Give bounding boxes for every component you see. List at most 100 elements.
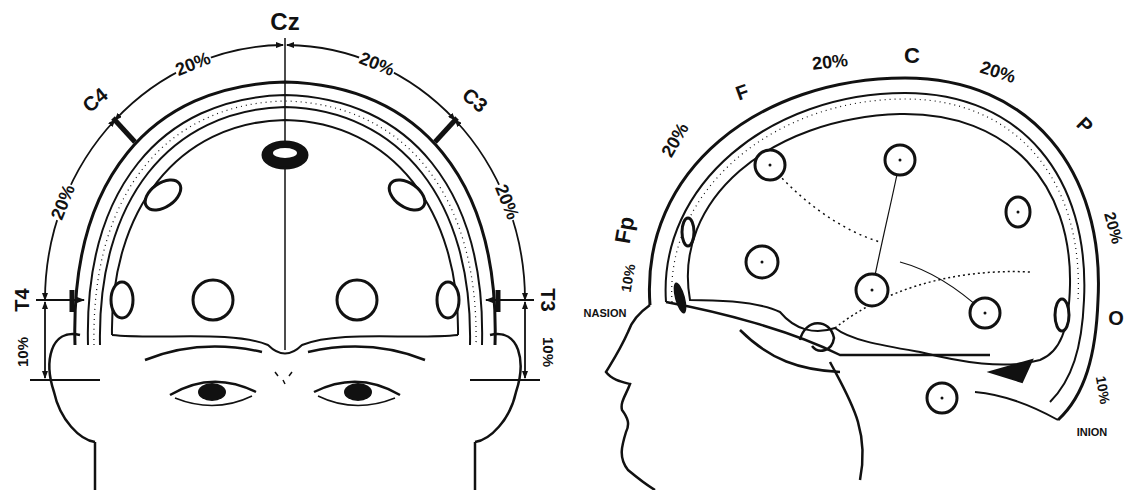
measurement-label: 20% [977,58,1019,87]
front-brain [112,120,458,335]
side-face [666,302,990,355]
front-electrodes [273,148,297,158]
side-face [800,323,834,350]
side-skull [666,93,1085,402]
side-skull [672,99,1079,302]
side-skull [975,392,1058,420]
electrode-marks [496,290,501,312]
measurement-label: NASION [583,308,628,319]
measurement-label: 10% [1093,374,1112,406]
electrode-centers [871,289,874,292]
electrode-centers [941,397,944,400]
front-brain [112,335,458,354]
front-electrodes [111,142,459,320]
electrode-centers [899,159,902,162]
front-face [475,334,520,442]
measurement-label: 20% [492,181,523,223]
side-electrodes [927,383,957,413]
side-brain [990,360,1032,382]
side-face [830,362,863,480]
front-face [275,372,292,384]
side-brain [835,272,1030,328]
side-brain [688,114,1070,382]
front-measure-arcs [44,302,46,378]
front-measure-arcs [524,302,526,378]
front-electrodes [263,142,307,168]
electrode-centers [984,312,987,315]
front-measure-arcs [284,38,286,350]
electrode-centers [1017,211,1020,214]
front-measure-arcs [30,379,100,381]
front-electrodes [384,174,431,217]
side-electrodes [746,246,778,278]
electrode-marks [113,118,135,142]
front-electrodes [140,174,187,217]
side-skull [649,78,1098,420]
side-brain [872,160,900,290]
front-face [474,442,477,490]
measurement-label: 10% [618,262,637,294]
side-electrodes [970,298,1000,328]
measurement-label: Cz [269,10,300,34]
electrode-centers [769,164,772,167]
measurement-label: 20% [172,49,214,80]
side-face [740,330,840,372]
side-electrodes [682,145,1069,413]
measurement-label: O [1107,308,1125,328]
measurement-label: P [1073,113,1098,138]
measurement-label: T3 [538,287,558,312]
side-electrodes [1055,299,1069,331]
front-electrodes [193,280,233,320]
front-face [198,383,226,401]
electrode-centers [761,159,1020,400]
front-skull [75,82,495,345]
measurement-label: 20% [48,181,79,223]
front-skull [75,82,495,345]
measurement-label: C3 [458,83,492,116]
measurement-label: 10% [541,336,556,368]
front-skull [88,95,482,345]
front-electrodes [337,280,377,320]
front-measure-arcs [30,38,540,380]
measurement-label: 20% [1101,209,1125,246]
measurement-label: C [903,45,921,67]
measurement-label: 20% [356,49,398,80]
front-face [145,347,262,360]
electrode-marks [435,118,457,142]
side-brain [688,114,1070,365]
side-electrodes [682,218,694,246]
front-brain [112,120,458,354]
side-face [671,281,689,314]
side-face [606,281,990,490]
measurement-label: INION [1076,427,1109,438]
front-face [50,334,521,490]
front-skull [100,107,470,345]
electrode-centers [761,261,764,264]
measurement-label: 20% [658,119,693,161]
electrode-marks [72,118,498,312]
measurement-label: T4 [12,287,32,312]
side-brain [770,165,880,242]
measurement-label: C4 [78,83,112,116]
side-electrodes [856,274,888,306]
front-electrodes [111,282,133,318]
side-electrodes [885,145,915,175]
side-electrodes [755,150,785,180]
front-face [344,383,372,401]
electrode-marks [70,290,75,312]
side-electrodes [1006,197,1030,227]
measurement-label: 10% [15,336,30,368]
front-skull [94,101,476,345]
front-face [50,334,95,442]
front-face [94,442,97,490]
measurement-label: 20% [810,51,850,73]
measurement-label: Fp [612,214,639,246]
side-face [606,305,655,490]
front-measure-arcs [470,379,540,381]
front-electrodes [437,282,459,318]
front-face [308,347,425,360]
measurement-label: F [732,80,752,104]
